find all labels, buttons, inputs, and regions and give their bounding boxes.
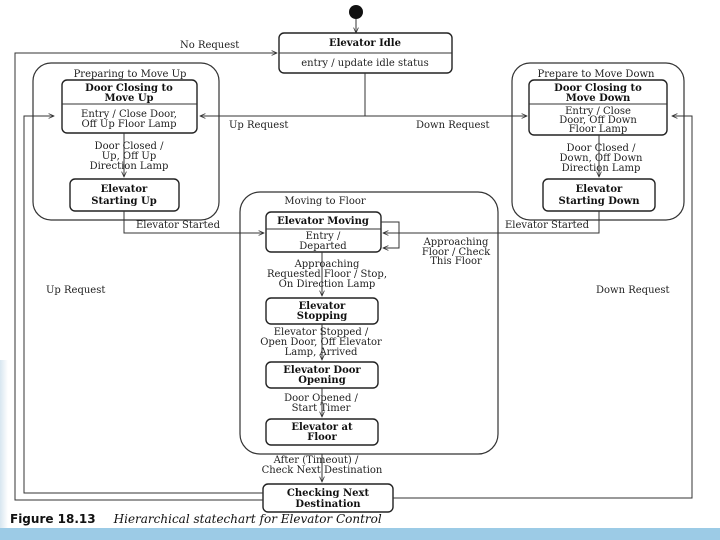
label-approaching-requested-line: On Direction Lamp (279, 279, 376, 290)
state-name-line: Elevator (299, 301, 346, 312)
label-door-closed-up-line: Up, Off Up (102, 151, 157, 162)
transition-up-request-side (23, 116, 263, 494)
label-approaching-requested-line: Approaching (294, 259, 360, 270)
bottom-accent-bar (0, 528, 720, 540)
state-name-line: Move Down (566, 93, 631, 104)
state-activity-line: Entry / Close Door, (81, 109, 177, 120)
state-door-closing-down: Door Closing to Move Down Entry / Close … (528, 79, 668, 136)
state-activity-line: Departed (299, 241, 347, 252)
state-name-line: Elevator (101, 184, 148, 195)
state-name: Elevator Idle (329, 38, 401, 49)
figure-caption-text: Hierarchical statechart for Elevator Con… (113, 512, 382, 526)
initial-state-dot (349, 5, 363, 19)
superstate-preparing-up: Preparing to Move Up (32, 62, 220, 221)
label-started-left: Elevator Started (136, 220, 221, 231)
transition-no-request (14, 53, 277, 501)
superstate-preparing-up-label: Preparing to Move Up (74, 69, 187, 80)
state-name-line: Starting Down (559, 196, 641, 207)
state-checking-next: Checking Next Destination (262, 483, 394, 513)
label-approaching-requested-line: Requested Floor / Stop, (267, 269, 387, 280)
state-door-closing-up: Door Closing to Move Up Entry / Close Do… (61, 79, 198, 134)
label-started-right: Elevator Started (505, 220, 590, 231)
label-no-request: No Request (180, 40, 239, 51)
label-up-request-top: Up Request (229, 120, 288, 131)
label-approaching-line: Floor / Check (422, 247, 491, 258)
transition-down-request-side (393, 116, 693, 499)
state-activity-line: Floor Lamp (569, 124, 628, 135)
figure-caption: Figure 18.13 Hierarchical statechart for … (10, 512, 382, 526)
label-after-timeout-line: Check Next Destination (262, 465, 383, 476)
state-activity-line: Off Up Floor Lamp (81, 119, 176, 130)
state-elevator-moving: Elevator Moving Entry / Departed (265, 211, 382, 253)
state-name-line: Floor (307, 432, 337, 443)
state-activity-line: Entry / Close (565, 106, 631, 117)
state-name-line: Starting Up (91, 196, 156, 207)
state-name-line: Stopping (297, 311, 348, 322)
state-elevator-stopping: Elevator Stopping (265, 297, 379, 325)
label-door-opened-line: Door Opened / (284, 393, 358, 404)
label-down-request-top: Down Request (416, 120, 490, 131)
left-decor-strip (0, 360, 8, 528)
label-after-timeout-line: After (Timeout) / (273, 455, 359, 466)
label-approaching-line: This Floor (430, 256, 482, 267)
state-at-floor: Elevator at Floor (265, 418, 379, 446)
state-door-opening: Elevator Door Opening (265, 361, 379, 389)
transition-started-right (383, 211, 600, 233)
state-name-line: Elevator Door (283, 365, 361, 376)
superstate-moving-to-floor: Moving to Floor (239, 191, 499, 455)
label-stopped-line: Lamp, Arrived (285, 347, 358, 358)
label-down-request-side: Down Request (596, 285, 670, 296)
state-starting-up: Elevator Starting Up (69, 178, 180, 212)
state-activity: entry / update idle status (301, 58, 428, 69)
superstate-preparing-down: Prepare to Move Down (511, 62, 685, 221)
label-up-request-side: Up Request (46, 285, 105, 296)
label-door-closed-down-line: Down, Off Down (560, 153, 643, 164)
superstate-moving-label: Moving to Floor (284, 196, 366, 207)
state-activity-line: Door, Off Down (559, 115, 637, 126)
label-approaching-line: Approaching (423, 237, 489, 248)
label-door-opened-line: Start Timer (292, 403, 351, 414)
state-name-line: Move Up (104, 93, 153, 104)
label-door-closed-down-line: Door Closed / (567, 143, 637, 154)
figure-caption-label: Figure 18.13 (10, 512, 96, 526)
label-door-closed-up-line: Door Closed / (95, 141, 165, 152)
superstate-preparing-down-label: Prepare to Move Down (538, 69, 655, 80)
state-name-line: Elevator (576, 184, 623, 195)
state-name-line: Elevator at (291, 422, 353, 433)
state-starting-down: Elevator Starting Down (542, 178, 656, 212)
state-name-line: Checking Next (287, 488, 370, 499)
state-name-line: Door Closing to (554, 83, 642, 94)
state-activity-line: Entry / (306, 231, 341, 242)
label-door-closed-up-line: Direction Lamp (90, 161, 169, 172)
state-name: Elevator Moving (277, 216, 369, 227)
statechart-diagram: Preparing to Move Up Prepare to Move Dow… (14, 5, 693, 513)
label-stopped-line: Elevator Stopped / (274, 327, 369, 338)
label-door-closed-down-line: Direction Lamp (562, 163, 641, 174)
state-name-line: Opening (298, 375, 345, 386)
state-elevator-idle: Elevator Idle entry / update idle status (278, 32, 453, 74)
state-name-line: Destination (295, 499, 361, 510)
state-name-line: Door Closing to (85, 83, 173, 94)
transition-started-left (123, 211, 264, 233)
transition-approaching-self (381, 221, 400, 248)
label-stopped-line: Open Door, Off Elevator (260, 337, 382, 348)
